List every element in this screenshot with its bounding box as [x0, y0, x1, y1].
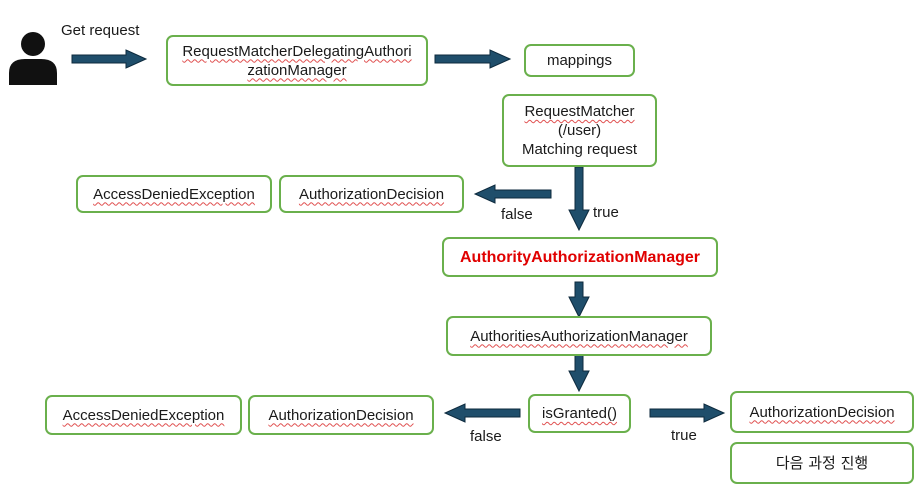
request-matcher-label: RequestMatcher — [524, 103, 635, 120]
authorization-decision-box-2: AuthorizationDecision — [248, 395, 434, 435]
authorization-decision-box-3: AuthorizationDecision — [730, 391, 914, 433]
mappings-label: mappings — [546, 52, 613, 69]
access-denied-box-2: AccessDeniedException — [45, 395, 242, 435]
arrow-to-mappings — [434, 49, 512, 69]
authority-manager-box: AuthorityAuthorizationManager — [442, 237, 718, 277]
authority-manager-label: AuthorityAuthorizationManager — [460, 248, 700, 266]
authorization-decision-label-2: AuthorizationDecision — [268, 406, 414, 424]
false-label-2: false — [470, 428, 502, 445]
true-label-2: true — [671, 427, 697, 444]
is-granted-label: isGranted() — [541, 405, 618, 422]
next-step-box: 다음 과정 진행 — [730, 442, 914, 484]
arrow-authorities-down — [568, 354, 590, 393]
mappings-box: mappings — [524, 44, 635, 77]
true-label-1: true — [593, 204, 619, 221]
next-step-label: 다음 과정 진행 — [775, 453, 869, 472]
false-label-1: false — [501, 206, 533, 223]
access-denied-box-1: AccessDeniedException — [76, 175, 272, 213]
arrow-true-down — [568, 166, 590, 232]
request-matcher-box: RequestMatcher (/user) Matching request — [502, 94, 657, 167]
person-icon — [9, 32, 57, 85]
delegating-manager-label: RequestMatcherDelegatingAuthorizationMan… — [182, 42, 412, 79]
get-request-label: Get request — [61, 22, 140, 39]
arrow-granted-true-right — [649, 403, 726, 423]
authorities-manager-label: AuthoritiesAuthorizationManager — [470, 327, 688, 345]
authorization-decision-label-1: AuthorizationDecision — [298, 185, 445, 203]
access-denied-label-2: AccessDeniedException — [62, 406, 225, 424]
authorities-manager-box: AuthoritiesAuthorizationManager — [446, 316, 712, 356]
arrow-authority-down — [568, 281, 590, 319]
is-granted-box: isGranted() — [528, 394, 631, 433]
delegating-manager-box: RequestMatcherDelegatingAuthorizationMan… — [166, 35, 428, 86]
arrow-to-delegating — [71, 49, 148, 69]
authorization-decision-label-3: AuthorizationDecision — [749, 403, 895, 421]
authorization-decision-box-1: AuthorizationDecision — [279, 175, 464, 213]
request-matcher-path: (/user) — [557, 122, 602, 139]
arrow-false-left — [473, 184, 552, 204]
arrow-granted-false-left — [443, 403, 521, 423]
request-matcher-desc: Matching request — [521, 141, 638, 158]
access-denied-label-1: AccessDeniedException — [93, 185, 255, 203]
